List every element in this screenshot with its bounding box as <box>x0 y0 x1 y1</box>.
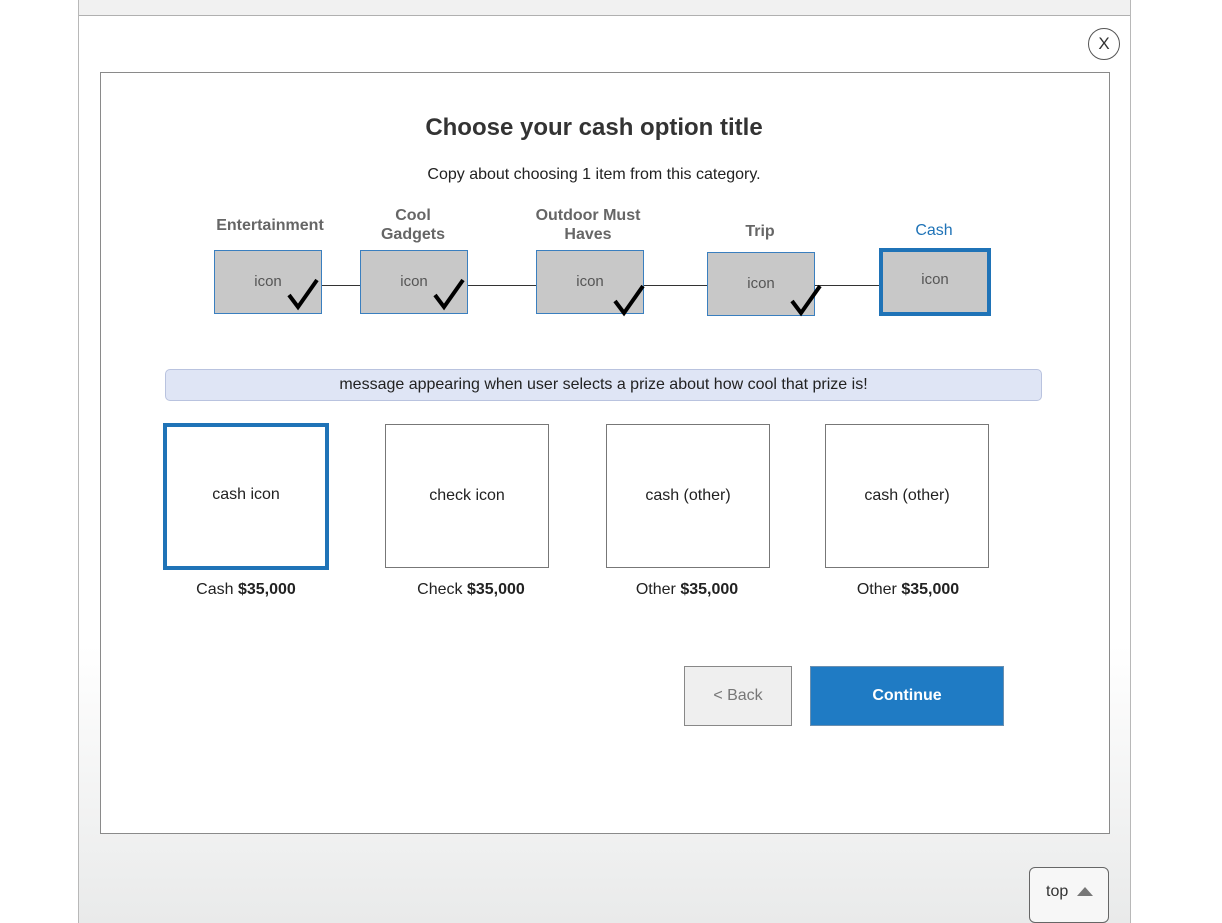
continue-button[interactable]: Continue <box>810 666 1004 726</box>
checkmark-icon <box>613 284 645 317</box>
step-connector <box>644 285 707 286</box>
step-icon-placeholder: icon <box>921 271 949 288</box>
step-connector <box>468 285 536 286</box>
option-card-check[interactable]: check icon <box>385 424 549 568</box>
option-amount: $35,000 <box>680 581 739 598</box>
checkmark-icon <box>433 278 465 311</box>
page-title: Choose your cash option title <box>425 114 763 141</box>
step-label-cash: Cash <box>915 222 953 239</box>
option-amount: $35,000 <box>466 581 525 598</box>
step-trip[interactable]: icon <box>707 252 822 317</box>
prize-message-bar: message appearing when user selects a pr… <box>165 369 1042 401</box>
step-connector <box>322 285 360 286</box>
step-label-entertainment: Entertainment <box>216 217 324 234</box>
step-cool-gadgets[interactable]: icon <box>360 250 468 314</box>
option-card-cash-other-2[interactable]: cash (other) <box>825 424 989 568</box>
back-button[interactable]: < Back <box>684 666 792 726</box>
step-icon-placeholder: icon <box>400 273 428 290</box>
option-caption-other-1: Other $35,000 <box>635 581 739 598</box>
cash-icon: cash icon <box>212 486 280 503</box>
option-amount: $35,000 <box>901 581 960 598</box>
step-entertainment[interactable]: icon <box>214 250 322 314</box>
step-cash[interactable]: icon <box>879 248 991 316</box>
option-caption-other-2: Other $35,000 <box>856 581 960 598</box>
header-strip <box>79 0 1130 16</box>
checkmark-icon <box>790 284 822 317</box>
step-icon-placeholder: icon <box>254 273 282 290</box>
checkmark-icon <box>287 278 319 311</box>
scroll-to-top-label: top <box>1046 883 1069 900</box>
step-label-trip: Trip <box>745 223 775 240</box>
page-subtitle: Copy about choosing 1 item from this cat… <box>427 166 761 183</box>
option-amount: $35,000 <box>237 581 296 598</box>
close-button[interactable]: X <box>1088 28 1120 60</box>
option-card-cash-other-1[interactable]: cash (other) <box>606 424 770 568</box>
step-connector <box>815 285 880 286</box>
cash-other-icon: cash (other) <box>645 487 731 504</box>
option-caption-check: Check $35,000 <box>417 581 525 598</box>
scroll-to-top-button[interactable]: top <box>1029 867 1109 923</box>
step-icon-placeholder: icon <box>747 275 775 292</box>
option-caption-cash: Cash $35,000 <box>196 581 296 598</box>
cash-other-icon: cash (other) <box>864 487 950 504</box>
option-card-cash[interactable]: cash icon <box>163 423 329 570</box>
step-icon-placeholder: icon <box>576 273 604 290</box>
check-icon: check icon <box>429 487 505 504</box>
arrow-up-icon <box>1077 887 1093 896</box>
step-outdoor-must-haves[interactable]: icon <box>536 250 645 317</box>
